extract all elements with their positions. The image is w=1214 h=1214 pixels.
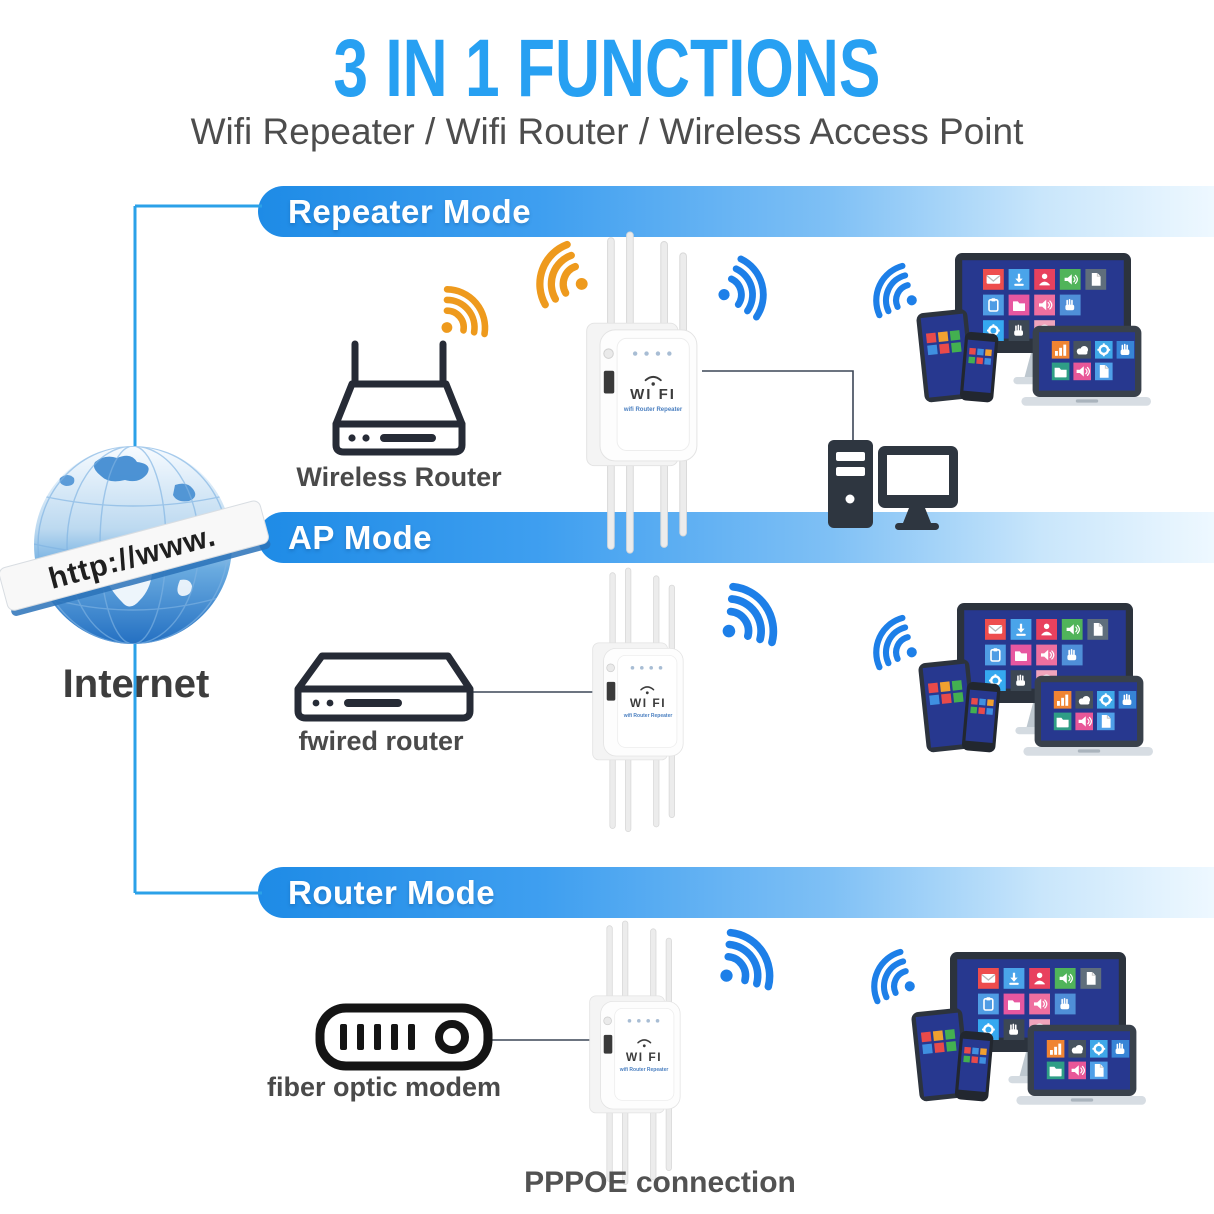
fiber-modem-icon <box>315 1003 493 1071</box>
repeater-2-wifi-sublabel: wifi Router Repeater <box>623 713 673 719</box>
repeater-3-wifi-sublabel: wifi Router Repeater <box>619 1067 669 1073</box>
wifi-wave-blue-repeater-2 <box>704 578 784 663</box>
wired-router-label: fwired router <box>298 726 464 756</box>
internet-label: Internet <box>62 662 210 706</box>
device-cluster-1 <box>916 253 1151 406</box>
wireless-router-label: Wireless Router <box>296 462 502 492</box>
repeater-1-wifi-label: WI FI <box>630 386 676 403</box>
wifi-wave-blue-cluster-3 <box>866 947 926 1013</box>
wifi-wave-orange-repeater <box>531 240 598 316</box>
wifi-wave-orange-router <box>424 281 495 353</box>
wireless-router-icon <box>332 340 466 456</box>
wifi-wave-blue-repeater-3 <box>703 924 781 1006</box>
banner-repeater-mode-label: Repeater Mode <box>288 193 532 230</box>
page-title: 3 IN 1 FUNCTIONS <box>0 22 1214 116</box>
repeater-2-wifi-label: WI FI <box>629 696 667 710</box>
repeater-1-wifi-sublabel: wifi Router Repeater <box>623 407 683 413</box>
globe-icon: http://www. <box>0 446 271 644</box>
banner-ap-mode: AP Mode <box>258 512 1214 563</box>
banner-repeater-mode: Repeater Mode <box>258 186 1214 237</box>
wired-router-icon <box>294 652 474 722</box>
wifi-wave-blue-repeater-1 <box>711 255 770 325</box>
banner-router-mode-label: Router Mode <box>288 874 496 911</box>
globe-banner-text: http://www. <box>45 519 219 595</box>
pppoe-connection-label: PPPOE connection <box>524 1166 796 1199</box>
banner-router-mode: Router Mode <box>258 867 1214 918</box>
page-subtitle: Wifi Repeater / Wifi Router / Wireless A… <box>190 111 1024 152</box>
wifi-wave-blue-cluster-1 <box>868 261 928 327</box>
wifi-wave-blue-cluster-2 <box>868 613 928 679</box>
device-cluster-2 <box>918 603 1153 756</box>
repeater-3-wifi-label: WI FI <box>625 1050 663 1064</box>
page-title-text: 3 IN 1 FUNCTIONS <box>333 23 881 114</box>
pc-connector-line <box>702 370 854 441</box>
banner-ap-mode-label: AP Mode <box>288 519 433 556</box>
device-cluster-3 <box>911 952 1146 1105</box>
internet-trunk-lines <box>133 204 262 895</box>
fiber-modem-label: fiber optic modem <box>266 1072 502 1102</box>
